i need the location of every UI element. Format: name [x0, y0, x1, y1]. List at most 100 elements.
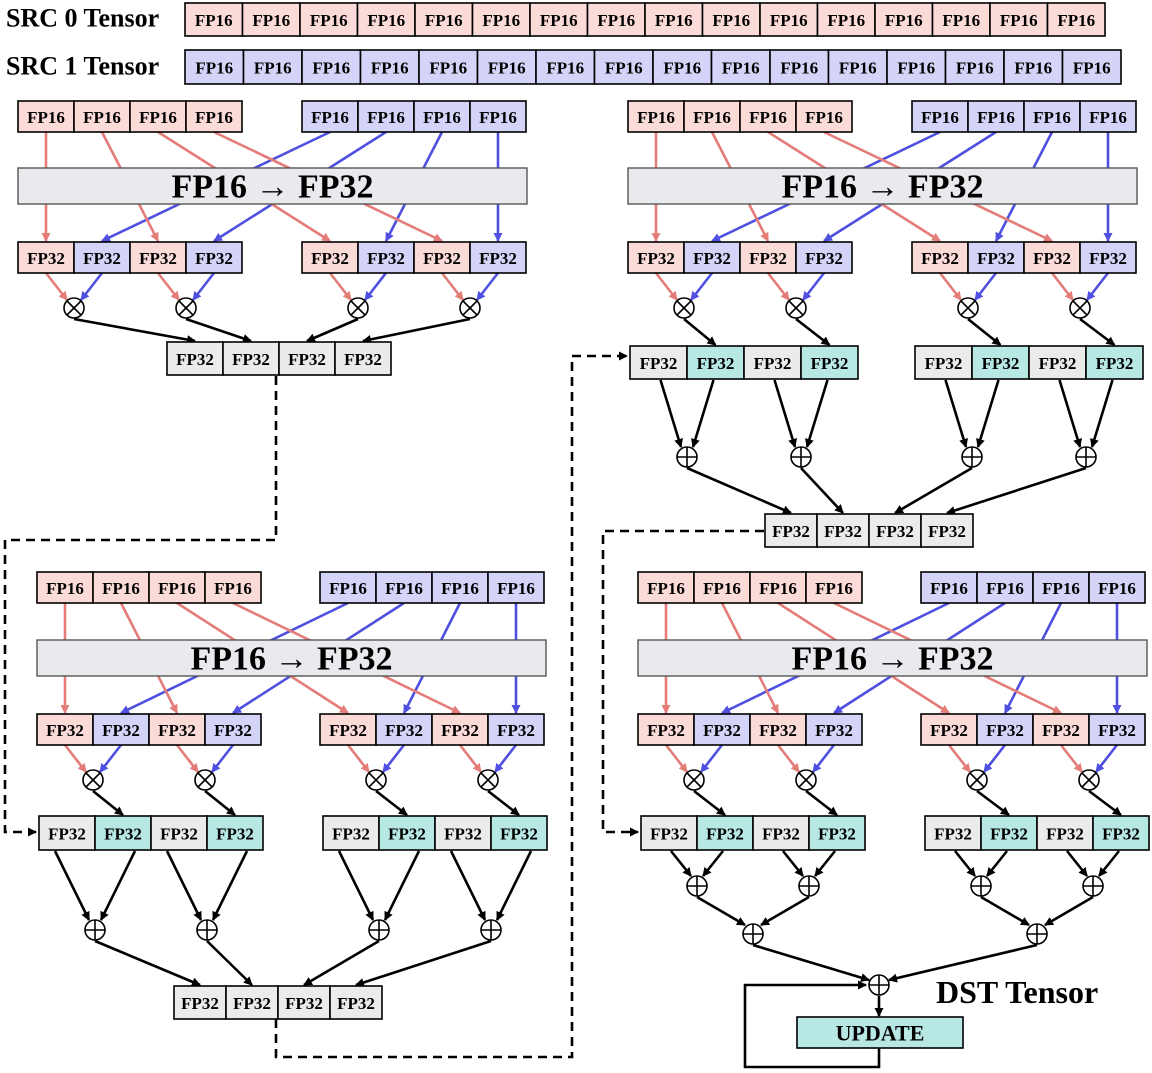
- to-multiply-blue-arrow: [98, 744, 123, 773]
- multiply-icon: [785, 297, 807, 319]
- to-multiply-red-arrow: [328, 272, 353, 301]
- q1-accumulator-cell: [278, 341, 336, 376]
- src1-tensor-cell-label: FP16: [839, 59, 877, 78]
- multiply-to-acc-arrow: [1079, 317, 1116, 347]
- add-icon: [970, 875, 992, 897]
- q3-accumulator-cell-label: FP32: [337, 994, 375, 1013]
- convert-bar: FP16 → FP32: [17, 167, 528, 206]
- src1-tensor-cell-label: FP16: [312, 59, 350, 78]
- q2-add-input-right-cell: [971, 345, 1030, 380]
- acc-to-add-arrow: [449, 850, 487, 921]
- q1-accumulator-cell: [166, 341, 224, 376]
- to-multiply-blue-arrow: [381, 744, 406, 773]
- fp32-right-group-cell: [1023, 241, 1081, 274]
- multiply-to-acc-arrow: [1088, 789, 1122, 817]
- acc-to-add-arrow: [813, 850, 837, 877]
- src0-tensor-cell-label: FP16: [195, 11, 233, 30]
- multiply-to-acc-arrow: [795, 317, 831, 347]
- fp32-right-group-cell-label: FP32: [930, 721, 968, 740]
- acc-to-add-arrow: [701, 850, 725, 877]
- fp32-right-group-cell-label: FP32: [986, 721, 1024, 740]
- q3-accumulator-cell-label: FP32: [285, 994, 323, 1013]
- q3-add-input-left-cell: [38, 815, 96, 851]
- q2-add-input-left-cell: [800, 345, 859, 380]
- q3-add-input-left-cell-label: FP32: [104, 825, 142, 844]
- add-icon: [1082, 875, 1104, 897]
- fp32-right-group-cell-label: FP32: [479, 249, 517, 268]
- multiply-to-acc-arrow: [487, 789, 520, 817]
- acc-to-add-arrow: [383, 850, 421, 921]
- multiply-icon: [1078, 769, 1100, 791]
- fp16-src0-group-cell-label: FP16: [637, 108, 675, 127]
- multiply-icon: [966, 769, 988, 791]
- fp32-left-group-cell-label: FP32: [46, 721, 84, 740]
- fp16-src0-group-cell-label: FP16: [102, 579, 140, 598]
- operator-stroke: [960, 300, 976, 316]
- q2-add-input-right-cell-label: FP32: [982, 354, 1020, 373]
- add-icon: [798, 875, 820, 897]
- fp16-src1-group-cell-label: FP16: [986, 579, 1024, 598]
- multiply-to-acc-arrow: [967, 317, 1002, 347]
- acc-to-add-arrow: [495, 850, 533, 921]
- src1-tensor-cell: [710, 49, 771, 85]
- update-feedback-loop: [743, 980, 881, 1069]
- acc-to-add-arrow: [1058, 379, 1082, 448]
- multiply-icon: [683, 769, 705, 791]
- to-multiply-red-arrow: [766, 272, 791, 301]
- fp16-src0-group-cell: [204, 571, 262, 604]
- operator-stroke: [686, 772, 702, 788]
- src1-tensor-cell-label: FP16: [429, 59, 467, 78]
- operator-stroke: [1072, 300, 1088, 316]
- fp32-left-group-cell-label: FP32: [83, 249, 121, 268]
- add-to-acc-arrow: [206, 940, 253, 986]
- q2-add-input-right-cell-label: FP32: [925, 354, 963, 373]
- multiply-icon: [365, 769, 387, 791]
- fp16-src0-group-cell-label: FP16: [83, 108, 121, 127]
- operator-stroke: [85, 772, 101, 788]
- fp16-src1-group-cell: [1079, 100, 1137, 133]
- fp16-src1-group-cell-label: FP16: [1033, 108, 1071, 127]
- multiply-to-acc-arrow: [976, 789, 1010, 817]
- fp32-left-group-cell-label: FP32: [158, 721, 196, 740]
- operator-stroke: [462, 300, 478, 316]
- q3-add-input-left-cell-label: FP32: [160, 825, 198, 844]
- add-icon: [676, 446, 698, 468]
- q1-to-q3-dashed-connector: [3, 376, 278, 837]
- fp16-src0-group-cell: [805, 571, 863, 604]
- fp32-left-group-cell-label: FP32: [805, 249, 843, 268]
- src1-tensor-cell-label: FP16: [897, 59, 935, 78]
- convert-bar-box: [637, 639, 1148, 677]
- src0-tensor-cell: [586, 2, 646, 37]
- dst-tensor-label: DST Tensor: [936, 974, 1098, 1010]
- fp16-src0-group-cell: [148, 571, 206, 604]
- fp16-src1-group-cell-label: FP16: [311, 108, 349, 127]
- to-multiply-blue-arrow: [493, 744, 518, 773]
- fp16-src1-group-cell: [357, 100, 415, 133]
- fp32-left-group-cell-label: FP32: [27, 249, 65, 268]
- src0-tensor-cell-label: FP16: [655, 11, 693, 30]
- multiply-to-acc-arrow: [805, 789, 838, 817]
- to-multiply-blue-arrow: [191, 272, 216, 301]
- q2-add-input-left-cell-label: FP32: [754, 354, 792, 373]
- add-to-acc-arrow: [800, 467, 844, 514]
- to-multiply-blue-arrow: [973, 272, 998, 301]
- fp32-left-group-cell: [204, 713, 262, 746]
- src0-tensor-cell-label: FP16: [770, 11, 808, 30]
- q2-add-input-left-cell-label: FP32: [640, 354, 678, 373]
- multiply-to-acc-arrow: [306, 317, 359, 343]
- q2-add-input-right-cell-label: FP32: [1096, 354, 1134, 373]
- multiply-icon: [347, 297, 369, 319]
- fp16-src0-group-cell: [627, 100, 685, 133]
- src1-tensor-cell: [301, 49, 362, 85]
- q4-add-input-right-cell-label: FP32: [990, 825, 1028, 844]
- fp32-right-group-cell-label: FP32: [1033, 249, 1071, 268]
- fp32-right-group-cell: [1032, 713, 1090, 746]
- add-icon: [480, 919, 502, 941]
- to-multiply-blue-arrow: [689, 272, 714, 301]
- q4-add-input-left-cell: [640, 815, 698, 851]
- src0-tensor-cell-label: FP16: [367, 11, 405, 30]
